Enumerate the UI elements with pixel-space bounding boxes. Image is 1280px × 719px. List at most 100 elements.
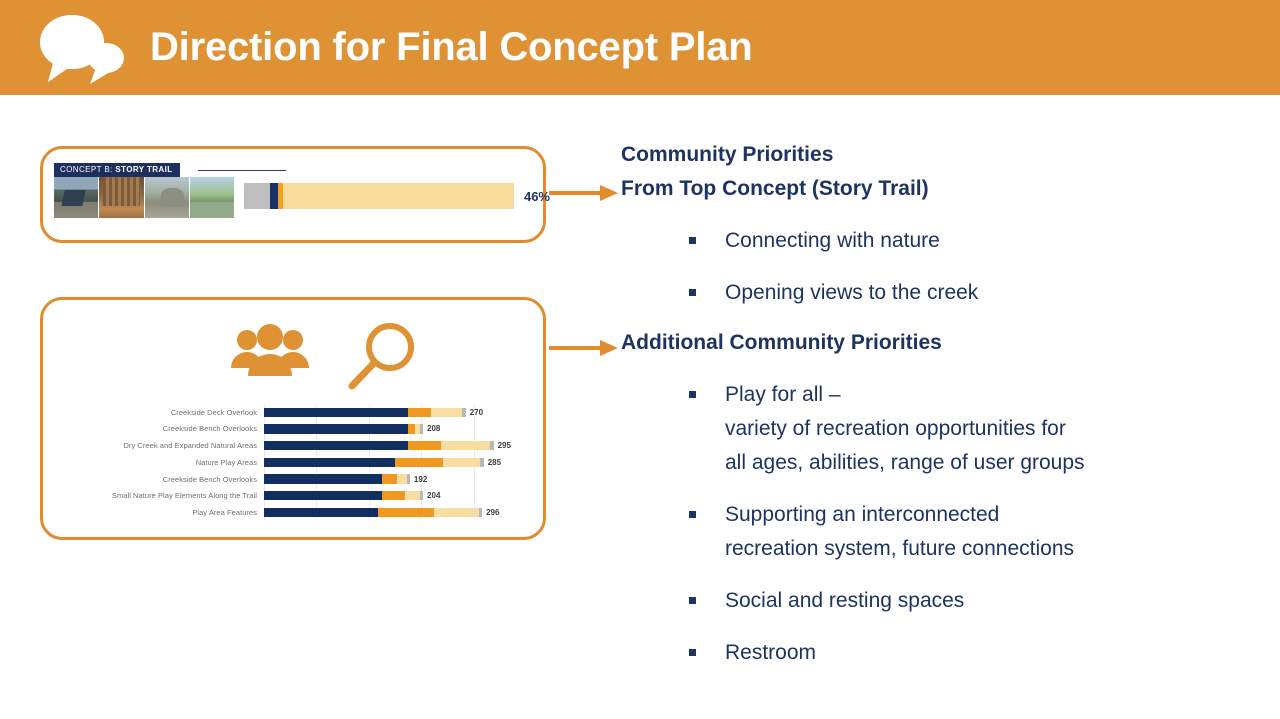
speech-bubbles-icon (34, 12, 126, 84)
bar-value-label: 192 (413, 474, 428, 484)
bar-segment-orange (377, 507, 434, 518)
bar-segment-navy (264, 407, 409, 417)
bullet-square-icon (689, 391, 696, 399)
bar-value-label: 285 (487, 457, 502, 467)
bar-stack (264, 440, 494, 451)
bar-segment-navy (264, 440, 409, 451)
concept-photo-4 (189, 177, 234, 218)
bar-category-label: Play Area Features (192, 507, 257, 517)
bar-segment-gray (490, 440, 494, 451)
bar-category-label: Creekside Bench Overlooks (162, 474, 257, 484)
bar-track: 296 (264, 504, 537, 521)
concept-percent-label: 46% (523, 188, 550, 204)
list-item: Opening views to the creek (689, 276, 1261, 310)
bullet-square-icon (689, 511, 696, 519)
bar-segment-orange (408, 424, 415, 434)
bar-stack (264, 457, 484, 468)
bar-track: 270 (264, 404, 537, 421)
concept-stacked-bar (244, 183, 514, 209)
bar-segment-light (433, 507, 479, 518)
concept-bar-segment-light (282, 183, 514, 209)
bar-segment-gray (419, 424, 424, 434)
additional-priorities-heading: Additional Community Priorities (621, 331, 942, 355)
concept-preference-bar-chart: 46% (244, 183, 550, 209)
bar-segment-navy (264, 474, 383, 484)
bar-stack (264, 490, 424, 501)
concept-photo-3 (144, 177, 190, 218)
bar-value-label: 270 (469, 407, 484, 417)
table-row: Creekside Bench Overlooks 192 (53, 470, 537, 488)
bar-segment-orange (382, 490, 406, 501)
bullet-text: Play for all – variety of recreation opp… (725, 383, 1085, 475)
bar-segment-light (405, 490, 420, 501)
bar-segment-gray (419, 490, 424, 501)
concept-label: CONCEPT B: STORY TRAIL (54, 163, 180, 177)
table-row: Dry Creek and Expanded Natural Areas 295 (53, 437, 537, 454)
concept-bar-segment-gray (244, 183, 270, 209)
bar-stack (264, 407, 466, 417)
bullet-square-icon (689, 649, 696, 657)
list-item: Restroom (689, 636, 1261, 670)
bar-value-label: 208 (427, 424, 441, 434)
bar-track: 295 (264, 437, 537, 454)
bar-track: 204 (264, 487, 537, 504)
people-group-icon (229, 322, 311, 387)
bar-segment-orange (382, 474, 397, 484)
table-row: Nature Play Areas 285 (53, 454, 537, 471)
connector-arrow-concept (546, 183, 624, 203)
bar-segment-gray (478, 507, 483, 518)
bar-category-label: Creekside Bench Overlooks (162, 424, 257, 434)
bar-value-label: 204 (427, 491, 441, 501)
bar-segment-orange (408, 440, 442, 451)
bullet-text: Social and resting spaces (725, 589, 965, 613)
bar-segment-light (441, 440, 491, 451)
concept-result-card: CONCEPT B: STORY TRAIL 46% (40, 146, 550, 243)
table-row: Creekside Deck Overlook 270 (53, 404, 537, 421)
community-priorities-bullets: Connecting with nature Opening views to … (621, 224, 1261, 310)
right-content-column: Community Priorities From Top Concept (S… (621, 138, 1261, 670)
concept-bar-segment-orange (277, 183, 283, 209)
concept-label-rule (198, 170, 286, 171)
bar-stack (264, 424, 424, 434)
bar-segment-gray (462, 407, 466, 417)
bar-category-label: Nature Play Areas (195, 457, 257, 467)
concept-photo-strip (54, 177, 234, 218)
bar-stack (264, 507, 483, 518)
bar-segment-gray (480, 457, 484, 468)
bullet-square-icon (689, 597, 696, 605)
concept-card-content: CONCEPT B: STORY TRAIL 46% (54, 161, 550, 231)
bar-segment-navy (264, 457, 396, 468)
page-title: Direction for Final Concept Plan (150, 25, 753, 69)
table-row: Creekside Bench Overlooks 208 (53, 420, 537, 438)
bar-segment-gray (406, 474, 410, 484)
bullet-text: Supporting an interconnected recreation … (725, 503, 1075, 561)
connector-arrow-priorities (546, 338, 624, 358)
list-item: Social and resting spaces (689, 584, 1261, 618)
bar-category-label: Creekside Deck Overlook (170, 407, 257, 417)
concept-bar-segment-navy (269, 183, 278, 209)
concept-label-name: STORY TRAIL (115, 165, 173, 174)
bullet-square-icon (689, 289, 696, 297)
bar-track: 208 (264, 420, 537, 438)
table-row: Play Area Features 296 (53, 504, 537, 521)
bar-track: 192 (264, 470, 537, 488)
bullet-text: Opening views to the creek (725, 281, 979, 305)
bar-segment-navy (264, 490, 383, 501)
bullet-text: Connecting with nature (725, 229, 940, 253)
page-header: Direction for Final Concept Plan (0, 0, 1280, 95)
bullet-square-icon (689, 237, 696, 245)
list-item: Play for all – variety of recreation opp… (689, 378, 1261, 480)
bar-category-label: Dry Creek and Expanded Natural Areas (123, 441, 257, 451)
bar-segment-light (414, 424, 420, 434)
list-item: Supporting an interconnected recreation … (689, 498, 1261, 566)
heading-line-2: From Top Concept (Story Trail) (621, 177, 929, 201)
bar-segment-light (431, 407, 463, 417)
table-row: Small Nature Play Elements Along the Tra… (53, 487, 537, 504)
list-item: Connecting with nature (689, 224, 1261, 258)
heading-line-1: Community Priorities (621, 143, 834, 166)
bar-segment-navy (264, 507, 378, 518)
bar-value-label: 295 (497, 441, 511, 451)
additional-priorities-bullets: Play for all – variety of recreation opp… (621, 378, 1261, 670)
